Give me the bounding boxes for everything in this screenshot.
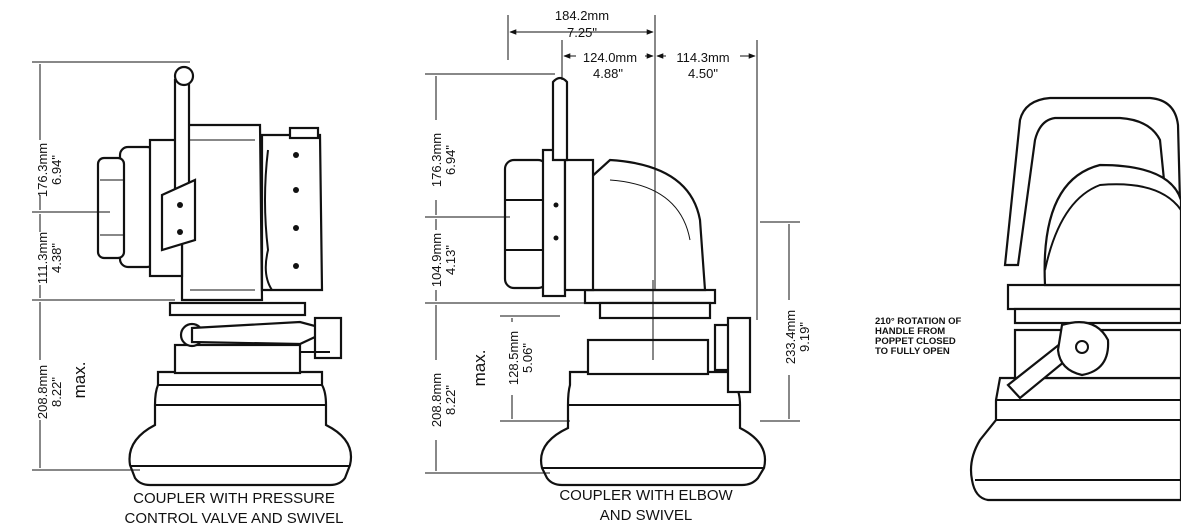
fig2-caption-line2: AND SWIVEL xyxy=(600,507,693,524)
fig2-dim-w2-mm: 114.3mm xyxy=(676,50,729,65)
fig1-dim-mid-in: 4.38" xyxy=(49,243,64,273)
fig2-dim-width-in: 7.25" xyxy=(567,25,597,40)
fig2-dimension-lines xyxy=(425,15,800,474)
fig3-note-line2: HANDLE FROM xyxy=(875,326,945,337)
fig2-dim-top-in: 6.94" xyxy=(443,145,458,175)
fig1-caption-line2: CONTROL VALVE AND SWIVEL xyxy=(125,510,344,527)
fig3-note-line4: TO FULLY OPEN xyxy=(875,346,950,357)
fig2-dim-w2-in: 4.50" xyxy=(688,66,718,81)
fig2-dim-mid-in: 4.13" xyxy=(443,245,458,275)
fig1-dim-top-mm: 176.3mm xyxy=(35,143,50,197)
fig2-dim-right-mm: 233.4mm xyxy=(783,310,798,364)
fig2-dim-right-in: 9.19" xyxy=(797,322,812,352)
coupler-rotation-drawing xyxy=(969,96,1181,502)
fig2-dim-bot-in: 8.22" xyxy=(443,385,458,415)
fig2-dim-width-mm: 184.2mm xyxy=(555,8,609,23)
fig1-caption-line1: COUPLER WITH PRESSURE xyxy=(133,490,335,507)
coupler-pressure-control-drawing xyxy=(96,65,353,487)
fig2-dim-inner-in: 5.06" xyxy=(520,343,535,373)
fig3-note-line1: 210° ROTATION OF xyxy=(875,316,962,327)
fig1-dim-bot-in: 8.22" xyxy=(49,377,64,407)
fig1-dimension-lines xyxy=(32,61,190,471)
fig2-dim-w1-mm: 124.0mm xyxy=(583,50,637,65)
fig1-dim-top-in: 6.94" xyxy=(49,155,64,185)
fig1-dim-bot-max: max. xyxy=(70,362,89,399)
fig2-dim-w1-in: 4.88" xyxy=(593,66,623,81)
fig1-dim-bot-mm: 208.8mm xyxy=(35,365,50,419)
fig2-dim-bot-max: max. xyxy=(470,350,489,387)
fig2-dim-bot-mm: 208.8mm xyxy=(429,373,444,427)
coupler-elbow-drawing xyxy=(503,76,767,487)
fig3-note-line3: POPPET CLOSED xyxy=(875,336,956,347)
fig2-dim-mid-mm: 104.9mm xyxy=(429,233,444,287)
fig2-dim-top-mm: 176.3mm xyxy=(429,133,444,187)
fig2-caption-line1: COUPLER WITH ELBOW xyxy=(559,487,733,504)
fig1-dim-mid-mm: 111.3mm xyxy=(35,232,50,284)
fig2-dim-inner-mm: 128.5mm xyxy=(506,331,521,385)
